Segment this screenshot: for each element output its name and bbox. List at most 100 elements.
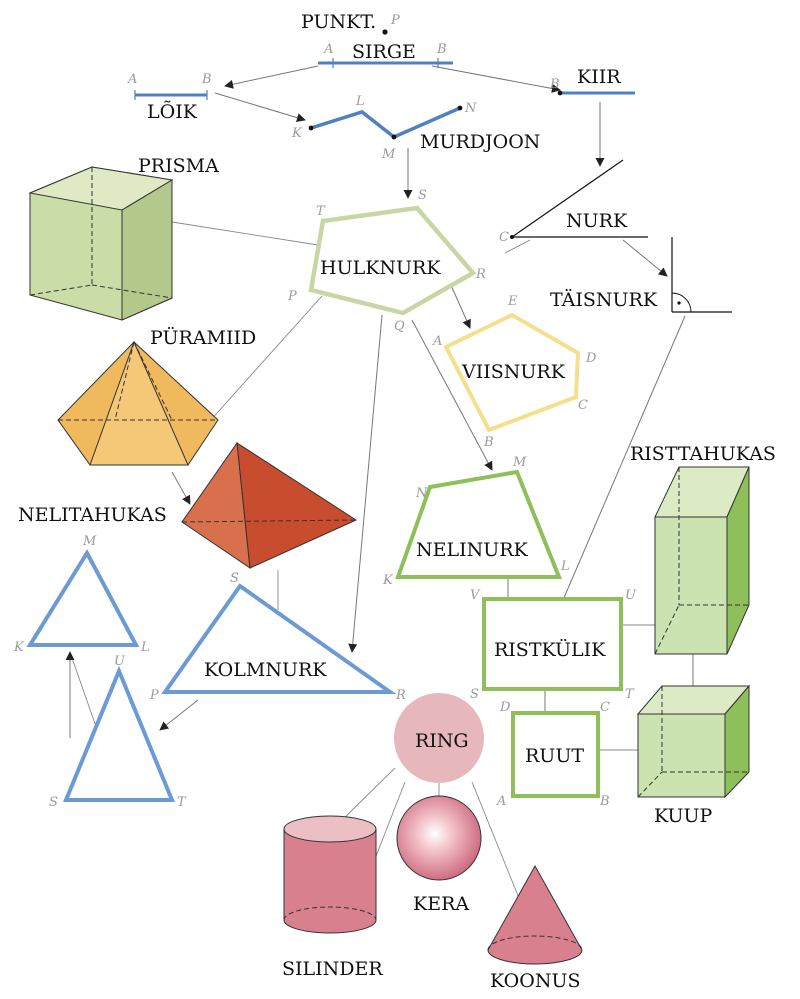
svg-text:P: P xyxy=(287,289,297,304)
risttahukas-node: RISTTAHUKAS xyxy=(630,443,776,655)
svg-text:K: K xyxy=(291,126,303,141)
triangle-shape xyxy=(26,548,140,647)
pyramid-shape xyxy=(57,340,219,466)
prisma-label: PRISMA xyxy=(138,155,219,177)
triangle-klm: M K L xyxy=(13,534,150,655)
cuboid-shape xyxy=(654,466,750,655)
quadrilateral-shape xyxy=(395,469,562,579)
ruut-node: D C A B RUUT xyxy=(496,700,610,809)
viisnurk-label: VIISNURK xyxy=(461,361,566,383)
punkt-node: PUNKT. P xyxy=(301,11,400,35)
cone-shape xyxy=(487,864,583,965)
kera-label: KERA xyxy=(413,893,469,915)
svg-text:C: C xyxy=(578,398,588,413)
kera-node: KERA xyxy=(396,795,482,915)
point-dot xyxy=(382,29,388,35)
koonus-node: KOONUS xyxy=(487,864,583,992)
svg-text:K: K xyxy=(13,640,25,655)
svg-text:N: N xyxy=(464,101,477,116)
svg-text:P: P xyxy=(390,13,400,28)
svg-text:R: R xyxy=(395,688,406,703)
cylinder-shape xyxy=(283,815,377,934)
kolmnurk-label: KOLMNURK xyxy=(204,659,327,681)
svg-text:B: B xyxy=(599,794,610,809)
tetrahedron-shape xyxy=(181,441,358,570)
nurk-node: C NURK xyxy=(499,159,648,245)
kiir-node: B KIIR xyxy=(549,66,635,96)
svg-text:A: A xyxy=(432,334,442,349)
nelitahukas-node: NELITAHUKAS xyxy=(18,441,358,570)
square-shape xyxy=(511,711,600,798)
triangle-shape xyxy=(63,665,175,802)
polygon-shape xyxy=(308,205,477,316)
rectangle-shape xyxy=(482,597,623,691)
prisma-node: PRISMA xyxy=(28,155,219,321)
loik-label: LÕIK xyxy=(147,100,198,123)
svg-text:D: D xyxy=(499,700,511,715)
svg-text:A: A xyxy=(323,42,333,57)
punkt-label: PUNKT. xyxy=(301,11,376,33)
hulknurk-node: T S R Q P HULKNURK xyxy=(287,188,486,334)
svg-text:R: R xyxy=(475,267,486,282)
murdjoon-node: K L M N MURDJOON xyxy=(291,94,540,162)
puramiid-node: PÜRAMIID xyxy=(57,326,256,466)
svg-text:B: B xyxy=(201,72,212,87)
svg-text:L: L xyxy=(355,94,365,109)
svg-text:S: S xyxy=(49,795,58,810)
nurk-label: NURK xyxy=(566,210,628,232)
polyline-shape xyxy=(310,106,461,140)
loik-node: A B LÕIK xyxy=(127,72,212,123)
svg-text:C: C xyxy=(600,700,610,715)
svg-text:B: B xyxy=(483,435,494,450)
ring-node: RING xyxy=(394,693,484,783)
svg-text:D: D xyxy=(585,351,597,366)
svg-text:U: U xyxy=(625,588,637,603)
svg-text:S: S xyxy=(230,571,239,586)
svg-text:S: S xyxy=(470,687,479,702)
silinder-node: SILINDER xyxy=(282,815,383,980)
cube-shape xyxy=(636,684,751,799)
svg-text:M: M xyxy=(512,455,527,470)
puramiid-label: PÜRAMIID xyxy=(150,326,256,349)
koonus-label: KOONUS xyxy=(490,970,581,992)
viisnurk-node: E D C A B VIISNURK xyxy=(432,294,597,450)
triangle-shape xyxy=(161,583,397,694)
ruut-label: RUUT xyxy=(525,745,584,767)
ristkulik-node: V U S T RISTKÜLIK xyxy=(470,588,637,702)
svg-text:M: M xyxy=(82,534,97,549)
svg-text:S: S xyxy=(418,188,427,203)
svg-text:Q: Q xyxy=(394,319,405,334)
svg-text:A: A xyxy=(496,794,506,809)
risttahukas-label: RISTTAHUKAS xyxy=(630,443,776,465)
arrow-connectors xyxy=(65,65,698,739)
svg-text:N: N xyxy=(415,486,428,501)
circle-shape xyxy=(394,693,484,783)
kuup-node: KUUP xyxy=(636,684,751,827)
kiir-label: KIIR xyxy=(577,66,621,88)
svg-text:V: V xyxy=(470,588,481,603)
svg-text:B: B xyxy=(436,42,447,57)
nelinurk-label: NELINURK xyxy=(416,539,529,561)
svg-text:T: T xyxy=(177,795,187,810)
taisnurk-label: TÄISNURK xyxy=(550,288,658,311)
ristkulik-label: RISTKÜLIK xyxy=(494,638,606,661)
svg-text:A: A xyxy=(127,72,137,87)
murdjoon-label: MURDJOON xyxy=(420,131,540,153)
silinder-label: SILINDER xyxy=(282,958,383,980)
svg-text:K: K xyxy=(382,573,394,588)
sirge-node: A B SIRGE xyxy=(318,41,453,68)
svg-text:T: T xyxy=(316,204,326,219)
taisnurk-node: TÄISNURK xyxy=(550,237,732,313)
prism-shape xyxy=(28,166,174,321)
svg-text:M: M xyxy=(381,147,396,162)
svg-text:U: U xyxy=(114,654,126,669)
ring-label: RING xyxy=(415,730,469,752)
kolmnurk-node: S P R KOLMNURK xyxy=(149,571,406,703)
svg-text:T: T xyxy=(625,687,635,702)
kuup-label: KUUP xyxy=(654,805,713,827)
nelinurk-node: N M K L NELINURK xyxy=(382,455,570,588)
hulknurk-label: HULKNURK xyxy=(320,257,441,279)
svg-text:E: E xyxy=(507,294,518,309)
nelitahukas-label: NELITAHUKAS xyxy=(18,504,167,526)
